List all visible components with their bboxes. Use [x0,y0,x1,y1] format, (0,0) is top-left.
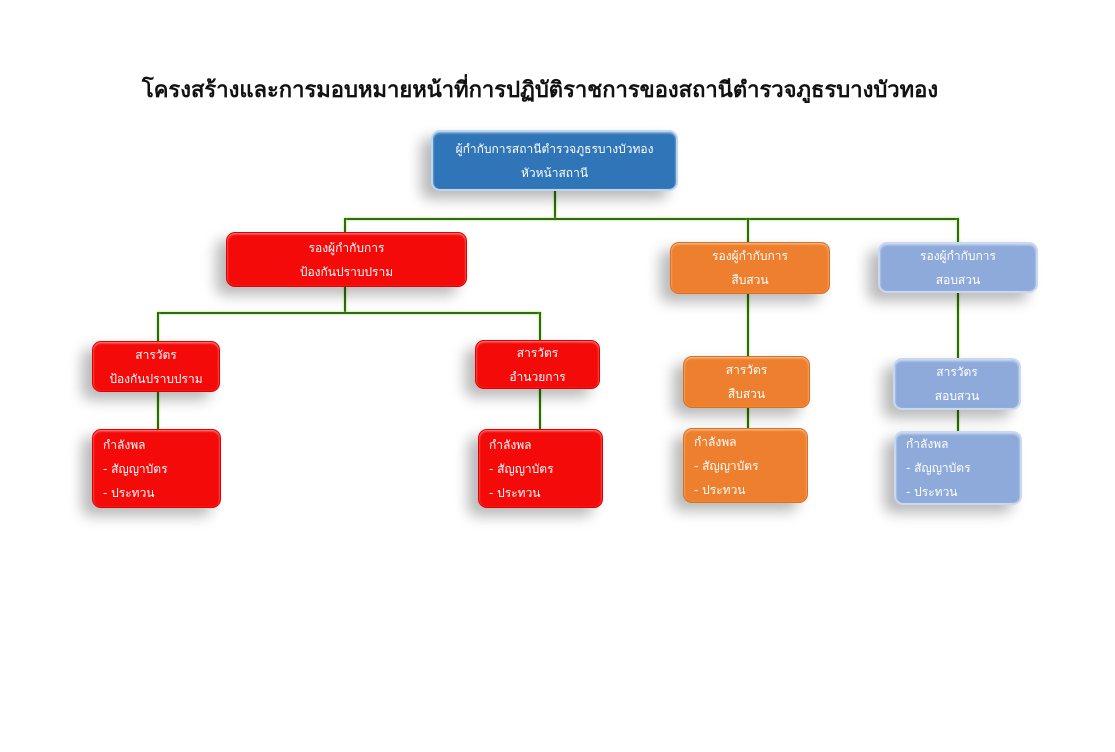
connector [957,218,959,243]
box-line: กำลังพล [906,437,949,451]
box-line: สารวัตร [516,345,559,360]
box-line: กำลังพล [103,437,146,452]
personnel-box: กำลังพล - สัญญาบัตร - ประทวน [92,429,221,508]
box-line: กำลังพล [694,434,737,449]
box-line: ป้องกันปราบปราม [109,371,203,386]
box-line: สารวัตร [725,363,768,377]
connector [344,218,346,233]
station-chief-box: ผู้กำกับการสถานีตำรวจภูธรบางบัวทอง หัวหน… [431,130,678,191]
box-line: - สัญญาบัตร [694,458,759,473]
connector [957,410,959,432]
box-line: รองผู้กำกับการ [712,249,788,263]
connector [554,190,556,219]
connector [539,389,541,430]
box-line: - สัญญาบัตร [103,461,168,476]
deputy-inquiry-box: รองผู้กำกับการ สอบสวน [878,242,1038,293]
box-line: สารวัตร [135,347,177,362]
box-line: อำนวยการ [509,369,566,384]
box-line: รองผู้กำกับการ [308,240,385,255]
box-line: ผู้กำกับการสถานีตำรวจภูธรบางบัวทอง [455,141,654,156]
box-line: - สัญญาบัตร [906,461,971,475]
box-line: รองผู้กำกับการ [920,248,996,263]
box-line: หัวหน้าสถานี [520,165,589,180]
inspector-inquiry-box: สารวัตร สอบสวน [893,358,1021,410]
connector [158,312,541,314]
deputy-investigation-box: รองผู้กำกับการ สืบสวน [670,242,830,294]
box-line: สอบสวน [934,389,980,403]
box-line: ป้องกันปราบปราม [299,264,394,279]
box-line: - ประทวน [103,485,155,500]
connector [539,312,541,341]
connector [747,408,749,429]
inspector-prevention-box: สารวัตร ป้องกันปราบปราม [92,341,220,392]
connector [344,287,346,313]
personnel-box: กำลังพล - สัญญาบัตร - ประทวน [683,428,808,503]
inspector-investigation-box: สารวัตร สืบสวน [683,356,810,408]
page-title: โครงสร้างและการมอบหมายหน้าที่การปฏิบัติร… [141,78,939,103]
box-line: กำลังพล [489,437,532,452]
box-line: สารวัตร [936,365,978,379]
connector [747,294,749,357]
personnel-box: กำลังพล - สัญญาบัตร - ประทวน [478,429,603,508]
connector [157,392,159,430]
inspector-administration-box: สารวัตร อำนวยการ [475,340,600,389]
box-line: - ประทวน [694,482,746,497]
deputy-prevention-box: รองผู้กำกับการ ป้องกันปราบปราม [226,232,467,287]
personnel-box: กำลังพล - สัญญาบัตร - ประทวน [894,431,1022,505]
box-line: - สัญญาบัตร [489,461,554,476]
connector [345,218,959,220]
box-line: สืบสวน [731,273,769,287]
box-line: - ประทวน [906,485,958,499]
box-line: สอบสวน [935,272,981,287]
connector [747,218,749,243]
connector [157,312,159,342]
box-line: สืบสวน [727,387,766,401]
box-line: - ประทวน [489,485,541,500]
connector [957,293,959,359]
